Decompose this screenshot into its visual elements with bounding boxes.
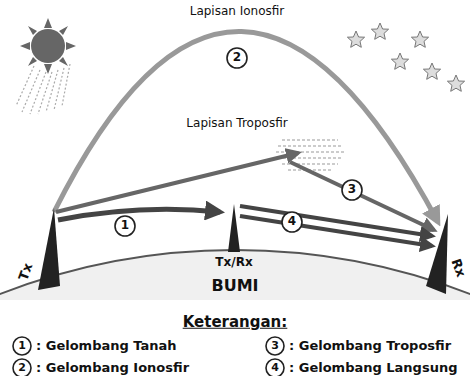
callout-number: 3 (271, 340, 279, 352)
stars (347, 23, 464, 91)
legend-entry: : Gelombang Langsung (289, 361, 457, 375)
direct-wave (240, 216, 432, 246)
layer-label: Lapisan Ionosfir (190, 5, 285, 18)
rx-antenna (426, 214, 448, 294)
sun (20, 18, 76, 74)
legend-text: : Gelombang Troposfir (289, 339, 451, 353)
troposphere-wave (290, 162, 434, 230)
legend-title: Keterangan: (183, 314, 288, 331)
callout-number: 1 (121, 219, 129, 232)
callout-number: 2 (233, 51, 241, 64)
callout-number: 4 (271, 362, 279, 374)
legend-text: : Gelombang Ionosfir (36, 361, 189, 375)
callout-number: 4 (288, 215, 296, 228)
ionosphere-wave (54, 31, 438, 222)
legend-text: : Gelombang Tanah (36, 339, 177, 353)
legend-entry: : Gelombang Ionosfir (36, 361, 189, 375)
troposphere-wave (56, 153, 298, 212)
legend-entry: : Gelombang Tanah (36, 339, 177, 353)
ground-wave (58, 209, 220, 220)
callout-number: 2 (18, 362, 26, 374)
callout-circle (13, 48, 362, 376)
antenna-label: Tx (16, 261, 35, 282)
sun-rays (16, 64, 70, 114)
callout-number: 1 (18, 340, 26, 352)
txrx-antenna (228, 204, 240, 252)
legend-text: : Gelombang Langsung (289, 361, 457, 375)
antenna-label: Rx (448, 257, 468, 279)
layer-label: Lapisan Troposfir (186, 117, 287, 130)
earth (0, 250, 470, 300)
callout-number: 3 (348, 183, 356, 196)
legend-entry: : Gelombang Troposfir (289, 339, 451, 353)
tx-antenna (38, 208, 60, 290)
antenna-label: Tx/Rx (215, 256, 252, 269)
earth-label: BUMI (211, 277, 258, 295)
